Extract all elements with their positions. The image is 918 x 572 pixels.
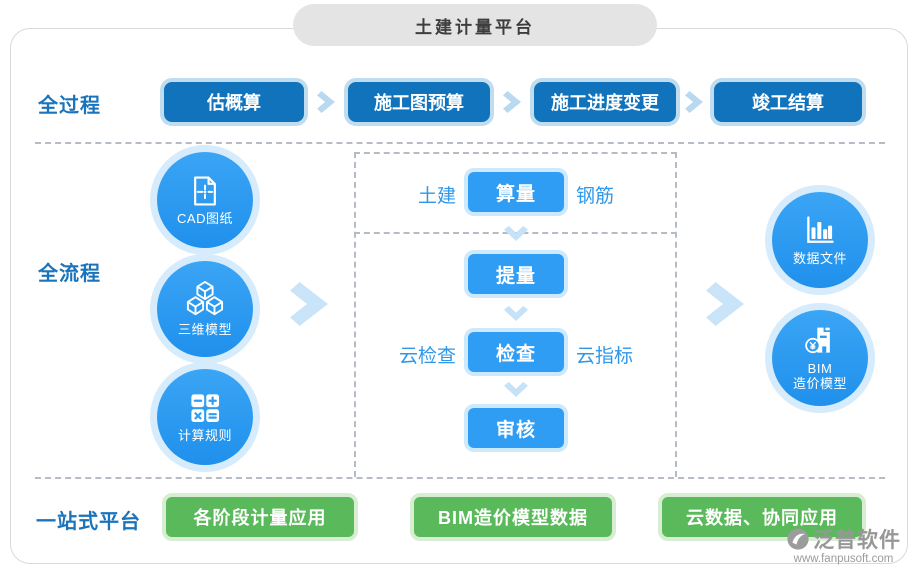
platform-node-cloud-data-collab[interactable]: 云数据、协同应用 — [658, 493, 866, 541]
circle-label: 三维模型 — [177, 321, 232, 337]
platform-node-bim-cost-model-data[interactable]: BIM造价模型数据 — [410, 493, 616, 541]
step-node-construction-drawing-budget[interactable]: 施工图预算 — [344, 78, 494, 126]
dashed-separator — [35, 142, 885, 144]
row-label-full-process: 全过程 — [38, 95, 101, 117]
watermark-url: www.fanpusoft.com — [793, 553, 894, 565]
flow-node-check[interactable]: 检查 — [464, 328, 568, 376]
circle-label-line1: BIM — [807, 361, 833, 377]
output-node-data-files[interactable]: 数据文件 — [772, 192, 868, 288]
platform-node-stage-measurement-apps[interactable]: 各阶段计量应用 — [162, 493, 358, 541]
bim-cost-model-icon — [805, 327, 830, 354]
calculator-rules-icon — [191, 393, 220, 422]
cube-3d-model-icon — [186, 280, 224, 315]
circle-label-line2: 造价模型 — [792, 376, 847, 391]
fanpu-logo-icon — [787, 528, 809, 550]
watermark: 泛普软件 www.fanpusoft.com — [786, 524, 901, 565]
bar-chart-icon — [807, 215, 834, 243]
tag-civil: 土建 — [417, 186, 456, 207]
step-node-estimate[interactable]: 估概算 — [160, 78, 308, 126]
circle-label: 数据文件 — [792, 250, 847, 266]
page-title: 土建计量平台 — [415, 17, 535, 37]
watermark-brand: 泛普软件 — [813, 529, 901, 552]
center-flow-box — [354, 152, 677, 477]
flow-node-extract-quantity[interactable]: 提量 — [464, 250, 568, 298]
circle-label: 计算规则 — [177, 427, 232, 443]
row-label-full-flow: 全流程 — [38, 263, 101, 285]
flow-node-review[interactable]: 审核 — [464, 404, 568, 452]
tag-cloud-index: 云指标 — [576, 346, 634, 367]
input-node-3d-model[interactable]: 三维模型 — [157, 261, 253, 357]
input-node-cad-drawing[interactable]: CAD图纸 — [157, 152, 253, 248]
tag-rebar: 钢筋 — [576, 186, 615, 207]
cad-drawing-icon — [194, 176, 216, 206]
circle-label: CAD图纸 — [177, 210, 233, 226]
step-node-completion-settlement[interactable]: 竣工结算 — [710, 78, 866, 126]
step-node-progress-change[interactable]: 施工进度变更 — [530, 78, 680, 126]
row-label-one-stop-platform: 一站式平台 — [36, 511, 141, 533]
tag-cloud-check: 云检查 — [398, 346, 456, 367]
dashed-separator — [35, 477, 885, 479]
platform-title-pill: 土建计量平台 — [293, 4, 657, 46]
input-node-calc-rules[interactable]: 计算规则 — [157, 369, 253, 465]
flow-node-quantity-calc[interactable]: 算量 — [464, 168, 568, 216]
